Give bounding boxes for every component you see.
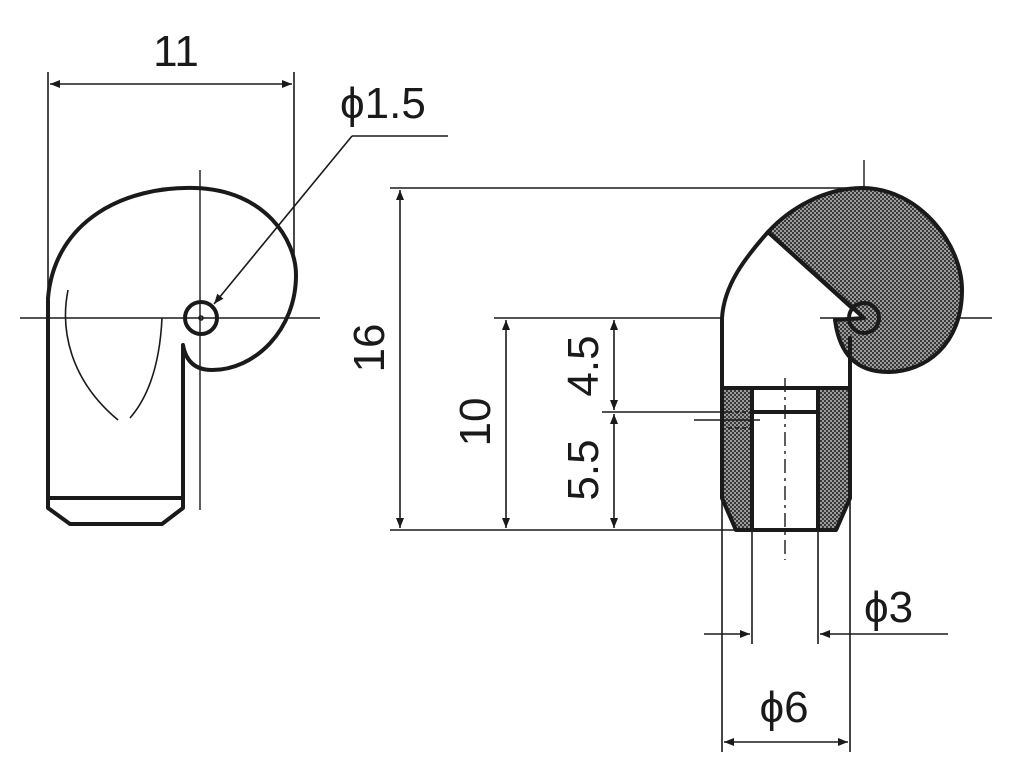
left-body-outline [46,185,298,500]
left-chamfer [46,496,185,526]
right-upper-section [766,186,964,374]
bore-diameter-label: ϕ3 [864,583,913,632]
right-small-hole [847,301,881,335]
lower-height-label: 10 [451,398,500,447]
right-section-divider [766,230,854,310]
right-lower-right-wall [816,386,852,532]
lower-segment-label: 5.5 [559,439,608,500]
total-height-label: 16 [345,324,394,373]
left-small-hole-center-mark [198,315,204,321]
outer-diameter-label: ϕ6 [759,683,808,732]
hole-diameter-label: ϕ1.5 [340,79,426,128]
right-lower-left-wall [720,386,754,532]
left-surface-curve [64,289,119,421]
left-surface-curve-short [129,317,163,419]
left-width-label: 11 [153,27,199,76]
hole-leader-line [213,135,353,305]
left-small-hole [183,300,219,336]
left-view: 11 ϕ1.5 [20,27,448,526]
upper-segment-label: 4.5 [559,335,608,396]
right-view: 16 10 4.5 5.5 ϕ3 ϕ6 [345,160,992,752]
